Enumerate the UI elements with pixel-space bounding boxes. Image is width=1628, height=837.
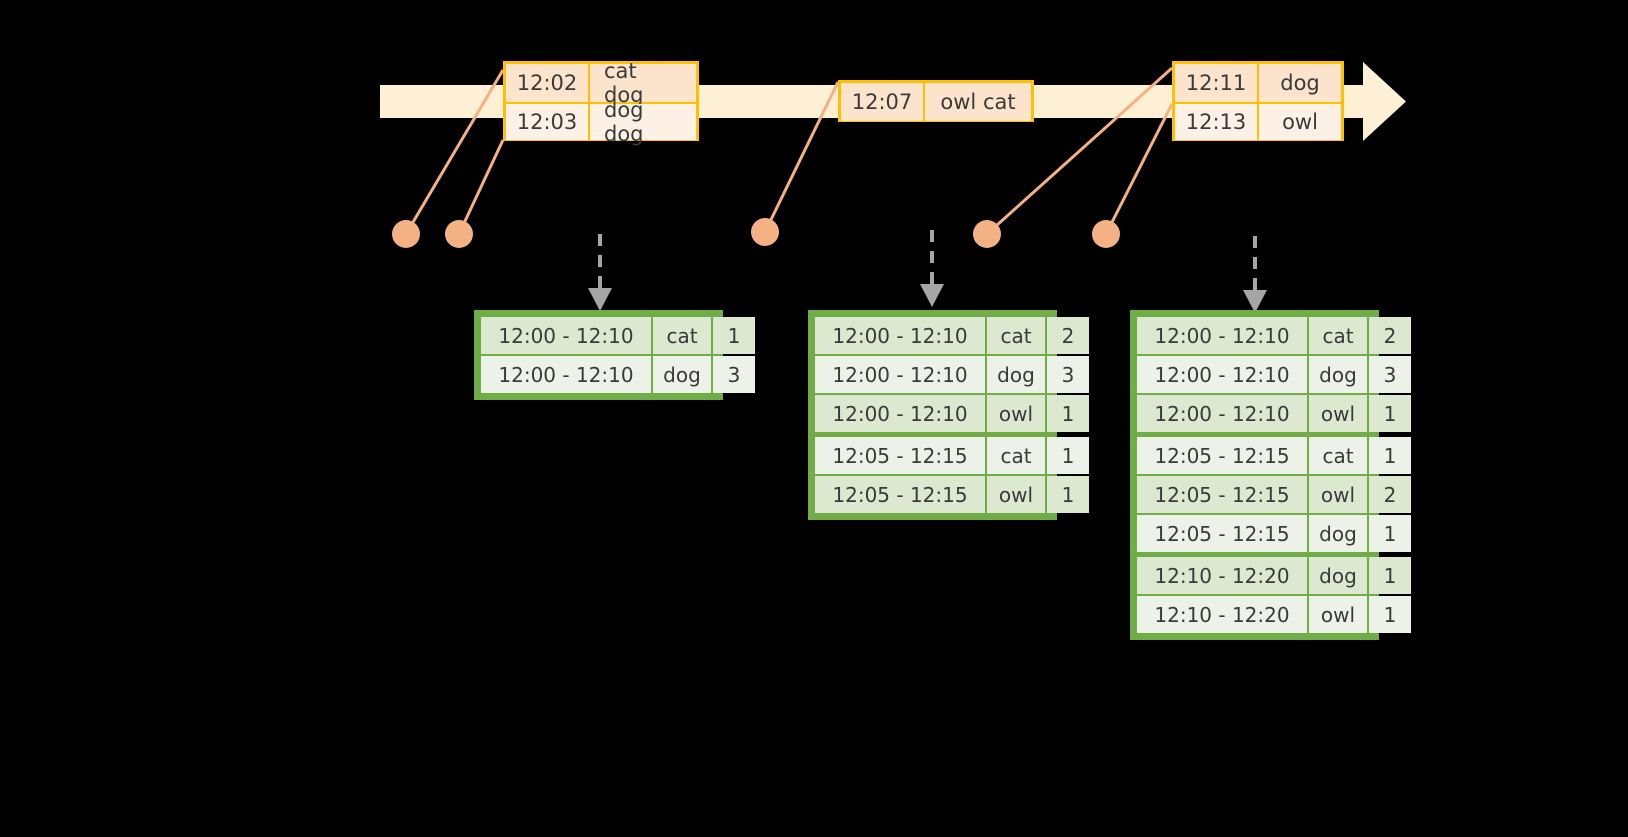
- event-time: 12:03: [506, 104, 590, 140]
- event-box-1[interactable]: 12:02 cat dog 12:03 dog dog: [503, 59, 699, 146]
- cell-count: 1: [1047, 476, 1089, 513]
- event-dots: [392, 218, 1120, 248]
- dot-4: [973, 220, 1001, 248]
- cell-key: owl: [1309, 596, 1367, 633]
- dot-1: [392, 220, 420, 248]
- event-value: owl cat: [925, 83, 1031, 121]
- cell-window: 12:00 - 12:10: [1137, 395, 1307, 432]
- event-time: 12:11: [1175, 64, 1259, 102]
- cell-count: 1: [1047, 395, 1089, 432]
- cell-window: 12:00 - 12:10: [481, 356, 651, 393]
- cell-window: 12:00 - 12:10: [815, 317, 985, 354]
- cell-window: 12:00 - 12:10: [815, 395, 985, 432]
- dot-5: [1092, 220, 1120, 248]
- event-row: 12:03 dog dog: [506, 98, 696, 146]
- cell-window: 12:10 - 12:20: [1137, 557, 1307, 594]
- flow-arrow-1-head: [588, 288, 612, 311]
- flow-arrows: [598, 230, 1257, 290]
- cell-key: owl: [1309, 476, 1367, 513]
- cell-count: 1: [1369, 557, 1411, 594]
- flow-arrow-2-head: [920, 284, 944, 307]
- event-box-2[interactable]: 12:07 owl cat: [838, 80, 1034, 122]
- cell-key: owl: [987, 395, 1045, 432]
- cell-window: 12:05 - 12:15: [815, 437, 985, 474]
- event-row: 12:11 dog: [1175, 64, 1341, 102]
- cell-key: cat: [1309, 437, 1367, 474]
- cell-count: 1: [1369, 515, 1411, 552]
- cell-count: 3: [1047, 356, 1089, 393]
- cell-key: dog: [653, 356, 711, 393]
- event-time: 12:13: [1175, 104, 1259, 140]
- cell-window: 12:00 - 12:10: [1137, 356, 1307, 393]
- connector-line-2: [457, 139, 505, 235]
- connector-line-5: [1104, 103, 1174, 235]
- event-box-3[interactable]: 12:11 dog 12:13 owl: [1172, 61, 1344, 141]
- cell-key: owl: [987, 476, 1045, 513]
- cell-count: 1: [1369, 395, 1411, 432]
- cell-window: 12:05 - 12:15: [1137, 515, 1307, 552]
- event-value: dog: [1259, 64, 1341, 102]
- dot-3: [751, 218, 779, 246]
- event-time: 12:07: [841, 83, 925, 121]
- cell-key: cat: [653, 317, 711, 354]
- cell-count: 2: [1047, 317, 1089, 354]
- cell-count: 2: [1369, 317, 1411, 354]
- cell-key: cat: [987, 317, 1045, 354]
- cell-count: 1: [713, 317, 755, 354]
- cell-window: 12:05 - 12:15: [1137, 437, 1307, 474]
- cell-window: 12:00 - 12:10: [481, 317, 651, 354]
- event-row: 12:02 cat dog: [506, 59, 696, 107]
- event-value: dog dog: [590, 98, 696, 146]
- cell-window: 12:05 - 12:15: [1137, 476, 1307, 513]
- cell-window: 12:10 - 12:20: [1137, 596, 1307, 633]
- cell-count: 2: [1369, 476, 1411, 513]
- cell-window: 12:05 - 12:15: [815, 476, 985, 513]
- event-row: 12:07 owl cat: [841, 83, 1031, 121]
- cell-key: dog: [987, 356, 1045, 393]
- event-time: 12:02: [506, 64, 590, 102]
- cell-key: cat: [987, 437, 1045, 474]
- cell-count: 1: [1369, 437, 1411, 474]
- cell-count: 3: [713, 356, 755, 393]
- event-row: 12:13 owl: [1175, 102, 1341, 140]
- event-value: owl: [1259, 104, 1341, 140]
- event-value: cat dog: [590, 59, 696, 107]
- cell-window: 12:00 - 12:10: [815, 356, 985, 393]
- connector-line-1: [404, 69, 505, 235]
- flow-arrow-heads: [588, 284, 1267, 313]
- cell-window: 12:00 - 12:10: [1137, 317, 1307, 354]
- cell-count: 1: [1369, 596, 1411, 633]
- cell-key: cat: [1309, 317, 1367, 354]
- cell-key: dog: [1309, 356, 1367, 393]
- cell-count: 1: [1047, 437, 1089, 474]
- connector-line-3: [763, 81, 840, 233]
- cell-count: 3: [1369, 356, 1411, 393]
- dot-2: [445, 220, 473, 248]
- cell-key: dog: [1309, 557, 1367, 594]
- cell-key: dog: [1309, 515, 1367, 552]
- cell-key: owl: [1309, 395, 1367, 432]
